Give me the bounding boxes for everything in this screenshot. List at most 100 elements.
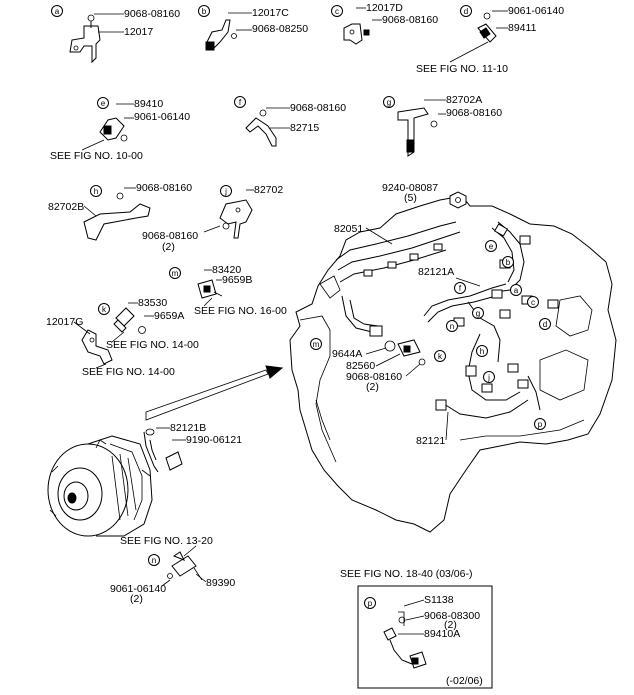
arrow [145, 369, 269, 421]
svg-text:n: n [152, 556, 156, 565]
quantity: (2) [366, 381, 379, 393]
bolt-9240-08087 [449, 191, 467, 209]
part-number: 83420 [212, 264, 241, 276]
part-number: 9068-08160 [142, 230, 198, 242]
engine-callout-a: a [510, 284, 522, 296]
part-sensor-m [197, 279, 223, 299]
svg-text:e: e [101, 99, 106, 108]
part-number: 83530 [138, 297, 167, 309]
alternator-harness [141, 428, 183, 477]
engine-callout-m: m [310, 338, 322, 350]
engine-callout-b: b [502, 256, 514, 268]
sensor-82560 [384, 339, 426, 366]
svg-text:g: g [387, 98, 391, 107]
part-number: S1138 [424, 594, 454, 606]
part-number: 9061-06140 [110, 583, 166, 595]
part-sensor-b [205, 19, 237, 51]
reference-12017g: SEE FIG NO. 14-00 [82, 366, 175, 378]
reference-m: SEE FIG NO. 16-00 [194, 305, 287, 317]
svg-text:h: h [94, 187, 98, 196]
wiring-harness-82051 [335, 221, 461, 337]
part-number: 9644A [332, 348, 362, 360]
part-number: 82051 [334, 223, 363, 235]
quantity: (2) [130, 593, 143, 605]
svg-text:k: k [438, 352, 443, 361]
part-sensor-n [167, 551, 203, 581]
part-bracket-c [343, 23, 370, 45]
quantity: (5) [404, 192, 417, 204]
callout-g: g [383, 96, 395, 108]
part-bracket-a [69, 14, 101, 64]
engine-callout-g: g [472, 307, 484, 319]
reference-d: SEE FIG NO. 11-10 [416, 63, 508, 75]
svg-text:a: a [514, 286, 519, 295]
svg-text:b: b [506, 258, 511, 267]
svg-text:g: g [476, 309, 480, 318]
engine-callout-k: k [434, 350, 446, 362]
callout-k: k [98, 303, 110, 315]
part-sensor-p [383, 611, 427, 669]
part-number: 82702A [446, 94, 482, 106]
engine-callout-p: p [534, 418, 546, 430]
reference-p: SEE FIG NO. 18-40 (03/06-) [340, 568, 472, 580]
engine-callout-j: j [483, 371, 495, 383]
part-bracket-f [245, 109, 277, 147]
part-sensor-k [113, 307, 146, 334]
engine-callout-f: f [454, 282, 466, 294]
wiring-harness-82121 [423, 221, 559, 419]
engine-callout-n: n [446, 320, 458, 332]
svg-text:n: n [450, 322, 454, 331]
svg-text:d: d [464, 7, 468, 16]
part-sensor-e [99, 117, 128, 142]
callout-e: e [97, 97, 109, 109]
svg-text:j: j [487, 373, 490, 382]
svg-text:h: h [480, 347, 484, 356]
part-number: 9068-08160 [290, 102, 346, 114]
part-number: 9068-08160 [382, 14, 438, 26]
engine-callout-c: c [527, 296, 539, 308]
callout-n: n [148, 554, 160, 566]
svg-text:b: b [202, 7, 207, 16]
date-note: (-02/06) [446, 675, 483, 687]
part-number: 9068-08160 [346, 371, 402, 383]
svg-text:m: m [313, 340, 320, 349]
callout-m: m [169, 267, 181, 279]
part-number: 82560 [346, 360, 375, 372]
callout-p: p [364, 597, 376, 609]
svg-text:p: p [538, 420, 543, 429]
part-bracket-g [397, 107, 438, 157]
part-number: 82121 [416, 435, 445, 447]
reference-k: SEE FIG NO. 14-00 [106, 339, 199, 351]
reference-n: SEE FIG NO. 13-20 [120, 535, 213, 547]
part-number: 9068-08250 [252, 23, 308, 35]
part-number: 82702 [254, 184, 283, 196]
part-number: 9240-08087 [382, 182, 438, 194]
part-number: 89410A [424, 628, 460, 640]
callout-c: c [331, 5, 343, 17]
svg-text:c: c [531, 298, 535, 307]
callout-a: a [51, 5, 63, 17]
engine-callout-e: e [485, 240, 497, 252]
quantity: (2) [444, 619, 457, 631]
callout-j: j [220, 185, 232, 197]
svg-text:p: p [368, 599, 373, 608]
reference-e: SEE FIG NO. 10-00 [50, 150, 143, 162]
part-number: 12017C [252, 7, 289, 19]
part-number: 9659A [154, 310, 184, 322]
part-number: 89390 [206, 577, 235, 589]
callout-d: d [460, 5, 472, 17]
part-number: 12017 [124, 26, 153, 38]
part-number: 82121B [170, 422, 206, 434]
svg-text:j: j [224, 187, 227, 196]
part-number: 9190-06121 [186, 434, 242, 446]
callout-h: h [90, 185, 102, 197]
part-number: 9068-08160 [124, 8, 180, 20]
part-number: 12017D [366, 2, 403, 14]
callout-f: f [234, 96, 246, 108]
part-number: 9061-06140 [508, 5, 564, 17]
part-number: 12017G [46, 316, 83, 328]
part-bracket-h [83, 192, 151, 241]
part-number: 89411 [508, 22, 537, 34]
part-number: 82715 [290, 122, 319, 134]
